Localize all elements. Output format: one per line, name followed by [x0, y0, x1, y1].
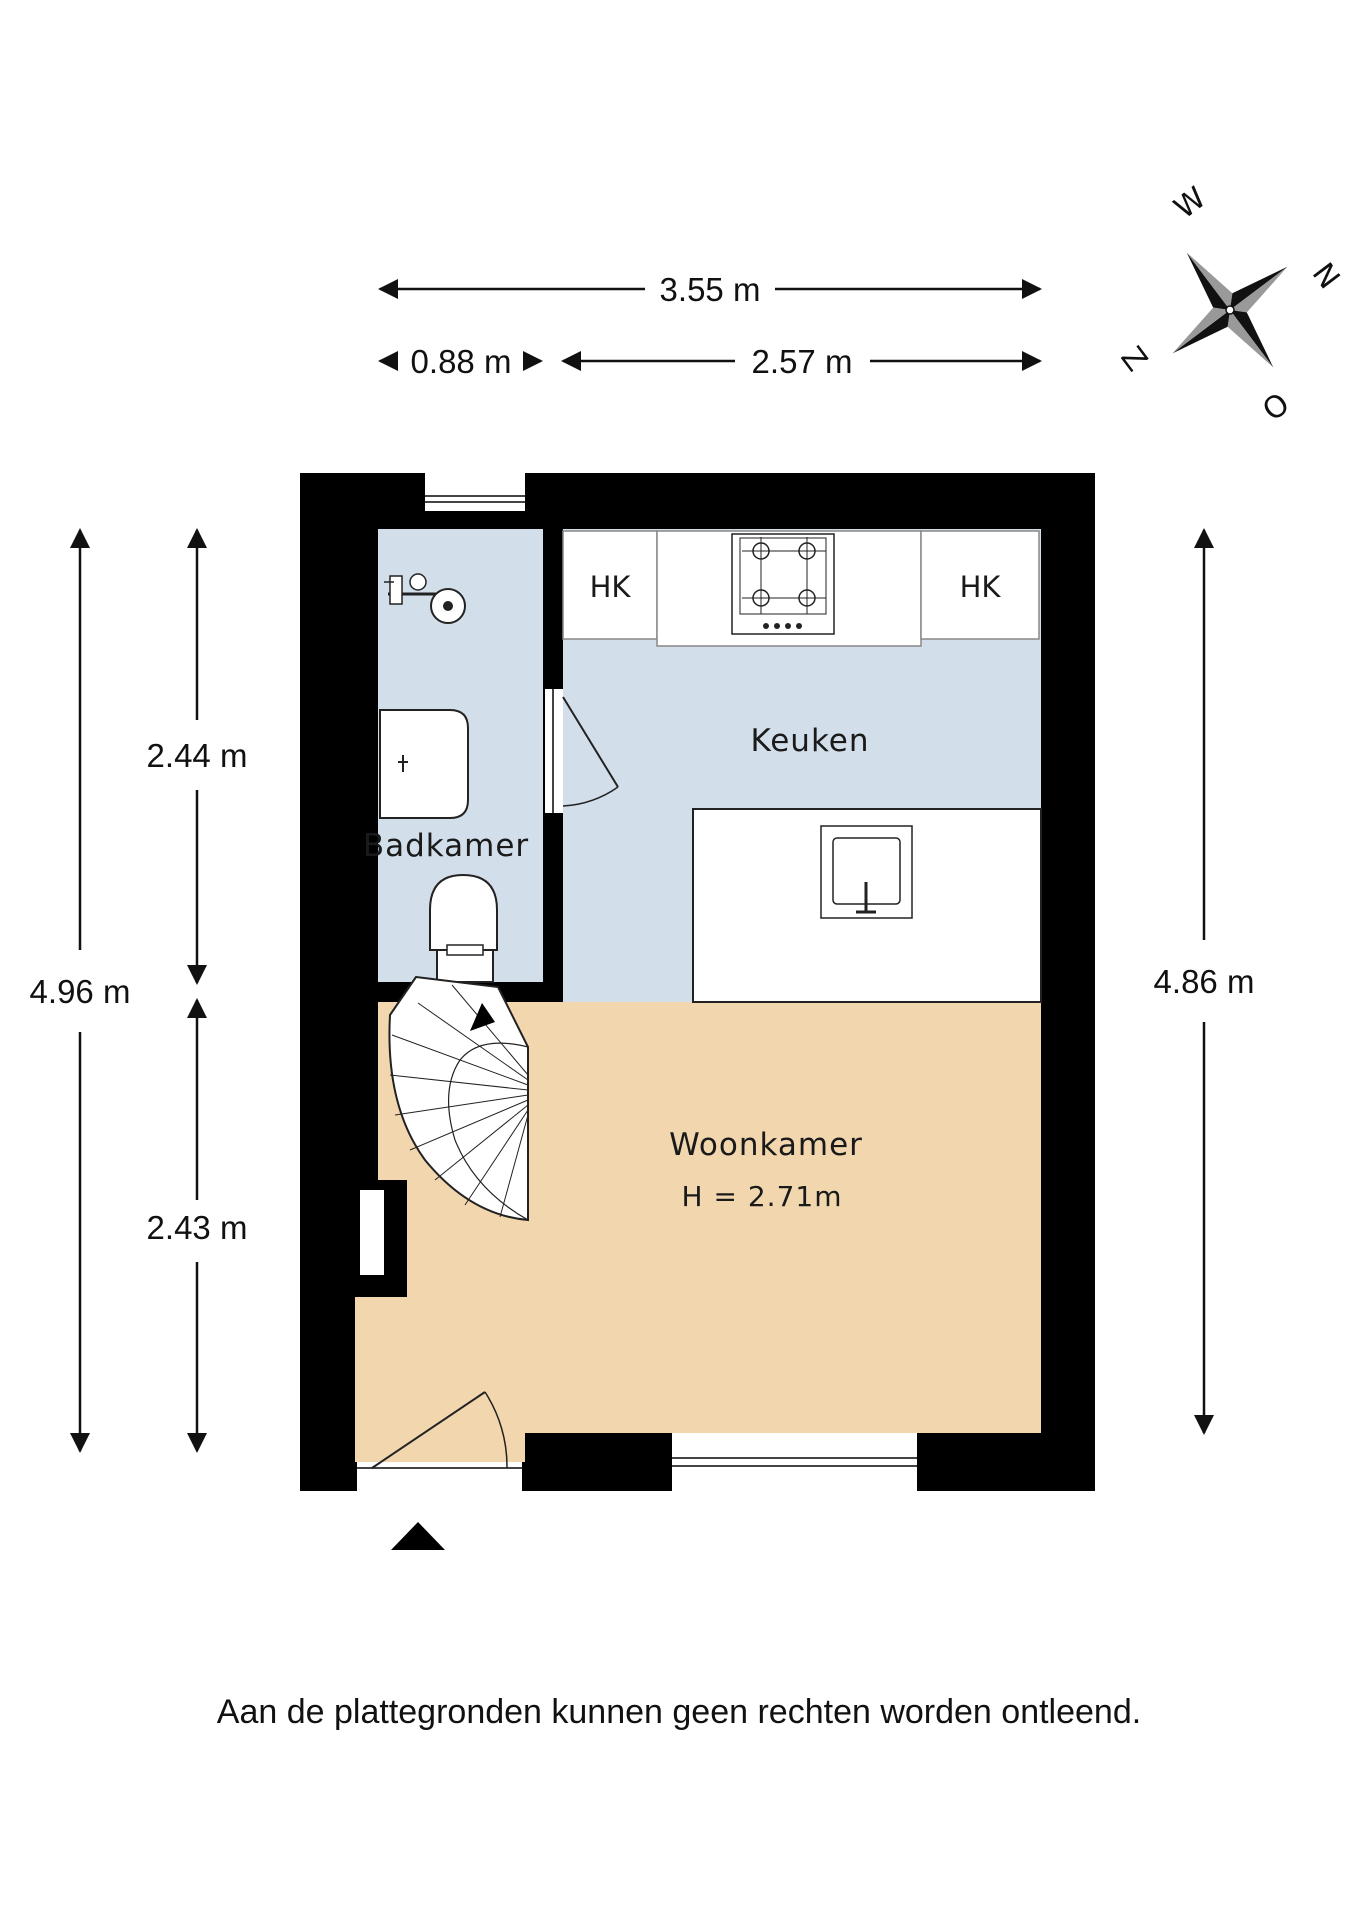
compass-label-w: W — [1168, 180, 1213, 226]
window-bottom — [672, 1433, 917, 1491]
dimension-label: 0.88 m — [411, 343, 512, 380]
badkamer-door — [545, 689, 619, 813]
dimension-top-total: 3.55 m — [378, 271, 1042, 308]
dimension-label: 4.86 m — [1154, 963, 1255, 1000]
dimension-top-right: 2.57 m — [561, 343, 1042, 380]
compass-label-n: N — [1305, 257, 1346, 296]
sink-icon — [820, 825, 913, 919]
kitchen-counter-hk-left — [562, 530, 658, 640]
stair-direction-arrow-icon — [470, 1003, 495, 1031]
washbasin-icon — [379, 709, 469, 819]
compass-rose-icon: W N Z O — [1113, 180, 1346, 428]
disclaimer-text: Aan de plattegronden kunnen geen rechten… — [216, 1693, 1142, 1731]
kitchen-counter-hk-right — [920, 530, 1040, 640]
dimension-label: 3.55 m — [660, 271, 761, 308]
shower-icon — [384, 573, 466, 624]
hk-label-left: HK — [590, 570, 632, 604]
hk-label-right: HK — [960, 570, 1002, 604]
room-height-label: H = 2.71m — [682, 1180, 843, 1213]
entrance-arrow-icon — [391, 1522, 445, 1550]
room-label-badkamer: Badkamer — [363, 828, 529, 864]
room-label-keuken: Keuken — [750, 723, 869, 759]
dimension-label: 4.96 m — [30, 973, 131, 1010]
compass-label-o: O — [1256, 386, 1296, 428]
toilet-icon — [429, 873, 498, 983]
room-label-woonkamer: Woonkamer — [669, 1127, 863, 1163]
chimney-flue — [360, 1190, 384, 1275]
staircase — [388, 975, 529, 1222]
dimension-label: 2.57 m — [752, 343, 853, 380]
stove-icon — [731, 533, 835, 635]
dimension-left-total: 4.96 m — [30, 528, 131, 1453]
window-top-badkamer — [425, 473, 525, 511]
dimension-label: 2.43 m — [147, 1209, 248, 1246]
dimension-right-total: 4.86 m — [1154, 528, 1255, 1435]
dimension-left-lower: 2.43 m — [147, 998, 248, 1453]
compass-label-z: Z — [1113, 341, 1153, 378]
dimension-top-left: 0.88 m — [378, 343, 543, 380]
dimension-label: 2.44 m — [147, 737, 248, 774]
dimension-left-upper: 2.44 m — [147, 528, 248, 985]
entrance-door — [357, 1391, 522, 1491]
